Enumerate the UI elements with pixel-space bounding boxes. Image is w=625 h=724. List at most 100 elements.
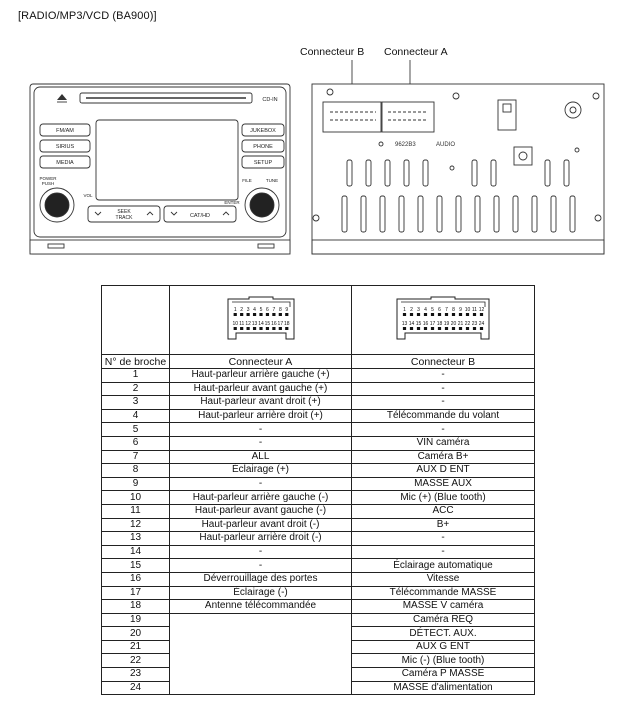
connector-b-pin-label: 3 bbox=[417, 307, 420, 313]
connector-b-pin-label: 1 bbox=[403, 307, 406, 313]
connector-b-pin-label: 22 bbox=[465, 321, 471, 327]
pin-number-cell: 12 bbox=[101, 517, 170, 533]
seek-track-button[interactable] bbox=[87, 205, 161, 223]
vol-label: VOL bbox=[83, 193, 93, 198]
connector-b-pin bbox=[458, 313, 463, 316]
connector-b-cell: ACC bbox=[351, 503, 535, 519]
power-label: POWER bbox=[39, 176, 57, 181]
connector-a-pin-label: 11 bbox=[239, 321, 244, 327]
rear-panel bbox=[311, 83, 605, 255]
connector-a-cell: Haut-parleur arrière droit (+) bbox=[169, 408, 352, 424]
pin-number-cell: 18 bbox=[101, 599, 170, 614]
connector-b-pin-label: 23 bbox=[472, 321, 478, 327]
tune-label: TUNE bbox=[266, 178, 278, 183]
connector-a-pin-label: 2 bbox=[240, 307, 243, 313]
connector-a-cell: Déverrouillage des portes bbox=[169, 571, 352, 587]
connector-a-housing bbox=[227, 296, 294, 340]
pin-number-cell: 10 bbox=[101, 490, 170, 505]
connector-a-pin bbox=[265, 313, 269, 316]
sirius-button[interactable] bbox=[39, 139, 91, 153]
connector-b-pin bbox=[479, 313, 484, 316]
pin-number-cell: 7 bbox=[101, 449, 170, 465]
connector-b-cell: AUX G ENT bbox=[351, 639, 535, 655]
connector-a-pin-label: 12 bbox=[245, 321, 251, 327]
connector-b-cell: - bbox=[351, 544, 535, 560]
connector-b-pin bbox=[451, 313, 456, 316]
connector-b-housing bbox=[396, 296, 490, 340]
connector-a-pin bbox=[258, 327, 263, 330]
connector-b-cell: VIN caméra bbox=[351, 435, 535, 451]
connector-a-cell: - bbox=[169, 435, 352, 451]
pin-number-cell: 19 bbox=[101, 612, 170, 628]
connector-b-cell: Mic (+) (Blue tooth) bbox=[351, 490, 535, 505]
eject-icon[interactable] bbox=[57, 94, 67, 100]
media-label: MEDIA bbox=[56, 160, 74, 166]
media-button[interactable] bbox=[39, 155, 91, 169]
connector-a-cell: - bbox=[169, 558, 352, 573]
connector-b-pin-label: 18 bbox=[437, 321, 443, 327]
phone-button[interactable] bbox=[241, 139, 285, 153]
pin-number-cell: 1 bbox=[101, 368, 170, 383]
pin-number-cell: 6 bbox=[101, 435, 170, 451]
volume-knob[interactable] bbox=[39, 187, 75, 223]
connector-a-pin bbox=[284, 327, 288, 330]
connector-a-cell: Antenne télécommandée bbox=[169, 599, 352, 614]
jukebox-button[interactable] bbox=[241, 123, 285, 137]
connector-b-pin bbox=[465, 313, 470, 316]
phone-label: PHONE bbox=[253, 144, 273, 150]
connector-b-cell: - bbox=[351, 368, 535, 383]
connector-a-cell: - bbox=[169, 544, 352, 560]
connector-a-pin bbox=[278, 327, 282, 330]
connector-b-pin bbox=[479, 327, 484, 330]
connector-a-pin bbox=[252, 313, 256, 316]
connector-a-pin bbox=[246, 313, 250, 316]
connector-b-cell: Caméra B+ bbox=[351, 449, 535, 465]
connector-a-pin-label: 7 bbox=[272, 307, 275, 313]
connector-b-pin-label: 4 bbox=[424, 307, 427, 313]
connector-a-pin bbox=[246, 327, 250, 330]
connector-b-pin-label: 12 bbox=[479, 307, 485, 313]
connector-b-pin-label: 15 bbox=[416, 321, 422, 327]
connector-b-pin-label: 2 bbox=[410, 307, 413, 313]
connector-b-cell: MASSE V caméra bbox=[351, 599, 535, 614]
connector-a-pin-label: 18 bbox=[283, 321, 289, 327]
pin-number-cell: 4 bbox=[101, 408, 170, 424]
connector-b-pin bbox=[430, 313, 435, 316]
connector-b-pin-label: 16 bbox=[423, 321, 429, 327]
connector-a-cell: Haut-parleur arrière gauche (-) bbox=[169, 490, 352, 505]
blank-cell bbox=[101, 285, 170, 355]
connector-b-pin-label: 10 bbox=[465, 307, 471, 313]
connector-b-cell: Mic (-) (Blue tooth) bbox=[351, 653, 535, 669]
pin-number-cell: 3 bbox=[101, 395, 170, 410]
table-row: 15-Éclairage automatique bbox=[101, 558, 535, 573]
cat-hd-button[interactable] bbox=[163, 205, 237, 223]
tune-knob[interactable] bbox=[244, 187, 280, 223]
connector-a-cell: - bbox=[169, 422, 352, 437]
connector-a-pin-label: 10 bbox=[232, 321, 238, 327]
connector-b-pin-label: 5 bbox=[431, 307, 434, 313]
connector-b-cell: AUX D ENT bbox=[351, 463, 535, 478]
connector-b-cell: Télécommande MASSE bbox=[351, 585, 535, 601]
connector-a-cell: - bbox=[169, 476, 352, 492]
seek-label: SEEK bbox=[117, 209, 131, 215]
pin-number-cell: 20 bbox=[101, 626, 170, 641]
fm-am-button[interactable] bbox=[39, 123, 91, 137]
connector-b-pin-label: 20 bbox=[451, 321, 457, 327]
front-panel bbox=[29, 83, 291, 255]
setup-button[interactable] bbox=[241, 155, 285, 169]
connector-a-cell: Haut-parleur avant gauche (-) bbox=[169, 503, 352, 519]
connector-a-cell: Haut-parleur arrière gauche (+) bbox=[169, 368, 352, 383]
connector-b-pin bbox=[444, 327, 449, 330]
connector-b-cell: Éclairage automatique bbox=[351, 558, 535, 573]
file-label: FILE bbox=[242, 178, 252, 183]
